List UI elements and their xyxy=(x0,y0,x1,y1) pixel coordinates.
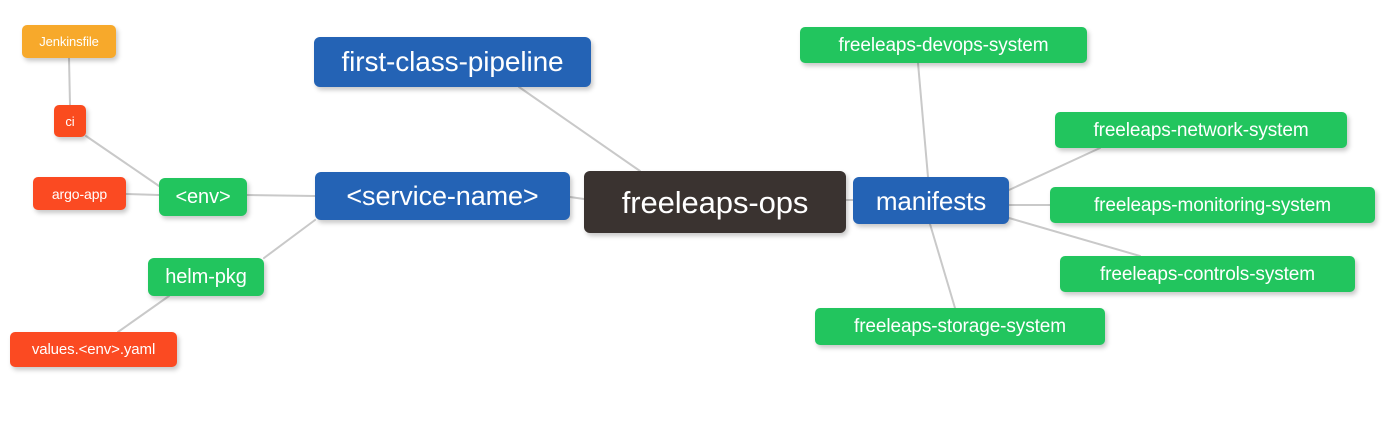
edge-manifests-devops xyxy=(917,62,929,178)
node-root-freeleaps-ops[interactable]: freeleaps-ops xyxy=(584,171,846,233)
node-root-label: freeleaps-ops xyxy=(621,184,809,220)
node-values-yaml[interactable]: values.<env>.yaml xyxy=(10,332,177,367)
node-ci-label: ci xyxy=(65,113,75,129)
node-jenkinsfile-label: Jenkinsfile xyxy=(39,34,99,49)
edge-jenkinsfile-ci xyxy=(68,57,71,106)
node-freeleaps-devops-system[interactable]: freeleaps-devops-system xyxy=(800,27,1087,63)
node-freeleaps-monitoring-system[interactable]: freeleaps-monitoring-system xyxy=(1050,187,1375,223)
node-jenkinsfile[interactable]: Jenkinsfile xyxy=(22,25,116,58)
edge-first-class-pipeline-root xyxy=(518,86,641,172)
node-freeleaps-storage-system-label: freeleaps-storage-system xyxy=(854,316,1066,337)
node-freeleaps-monitoring-system-label: freeleaps-monitoring-system xyxy=(1094,194,1331,216)
node-helm-pkg[interactable]: helm-pkg xyxy=(148,258,264,296)
edge-argo-app-env xyxy=(125,193,160,196)
node-first-class-pipeline[interactable]: first-class-pipeline xyxy=(314,37,591,87)
node-env-label: <env> xyxy=(175,186,231,208)
edge-helm-pkg-values xyxy=(117,295,170,333)
node-freeleaps-storage-system[interactable]: freeleaps-storage-system xyxy=(815,308,1105,345)
edge-manifests-network xyxy=(1008,147,1101,191)
node-manifests[interactable]: manifests xyxy=(853,177,1009,224)
edge-service-name-helm-pkg xyxy=(263,219,316,259)
node-freeleaps-controls-system[interactable]: freeleaps-controls-system xyxy=(1060,256,1355,292)
node-freeleaps-controls-system-label: freeleaps-controls-system xyxy=(1099,263,1316,285)
edge-env-service-name xyxy=(246,194,316,197)
node-values-yaml-label: values.<env>.yaml xyxy=(31,341,156,358)
node-argo-app-label: argo-app xyxy=(51,185,108,202)
edge-manifests-storage xyxy=(929,223,956,309)
node-helm-pkg-label: helm-pkg xyxy=(165,266,247,288)
node-service-name-label: <service-name> xyxy=(346,180,539,211)
node-argo-app[interactable]: argo-app xyxy=(33,177,126,210)
node-env[interactable]: <env> xyxy=(159,178,247,216)
node-ci[interactable]: ci xyxy=(54,105,86,137)
node-freeleaps-network-system-label: freeleaps-network-system xyxy=(1093,119,1309,141)
node-freeleaps-network-system[interactable]: freeleaps-network-system xyxy=(1055,112,1347,148)
node-first-class-pipeline-label: first-class-pipeline xyxy=(341,46,564,77)
node-freeleaps-devops-system-label: freeleaps-devops-system xyxy=(838,34,1049,56)
edge-service-name-root xyxy=(569,196,585,200)
node-manifests-label: manifests xyxy=(875,185,987,216)
node-service-name[interactable]: <service-name> xyxy=(315,172,570,220)
edge-manifests-controls xyxy=(1008,217,1141,257)
